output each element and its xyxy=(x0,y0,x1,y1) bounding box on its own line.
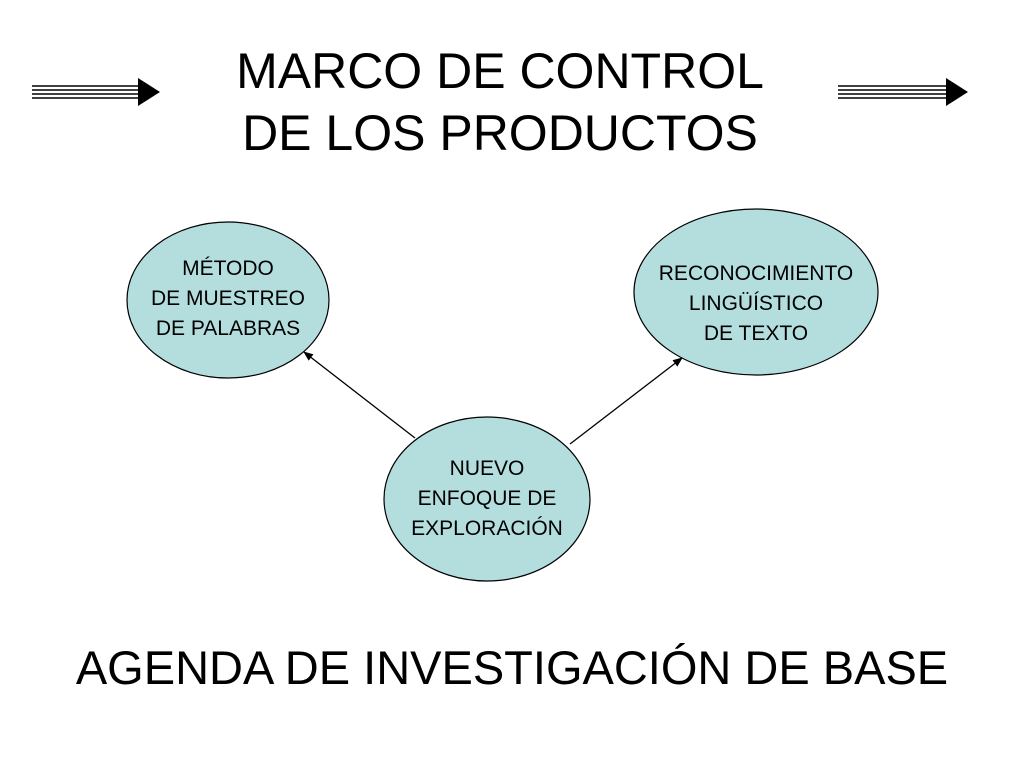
node-right-ellipse xyxy=(633,208,879,376)
node-left-line-3: DE PALABRAS xyxy=(155,317,301,340)
node-right-line-1: RECONOCIMIENTO xyxy=(658,262,854,285)
node-center-ellipse xyxy=(383,416,591,582)
right-arrow-icon xyxy=(838,78,968,106)
node-center-label: NUEVO ENFOQUE DE EXPLORACIÓN xyxy=(387,454,587,544)
node-left-ellipse xyxy=(126,221,330,379)
node-center-line-1: NUEVO xyxy=(449,457,525,480)
connector-center-to-left xyxy=(303,351,416,439)
node-right-label: RECONOCIMIENTO LINGÜÍSTICO DE TEXTO xyxy=(636,259,876,349)
node-center-line-3: EXPLORACIÓN xyxy=(411,517,563,540)
left-arrow-icon xyxy=(32,78,160,106)
title-line-1: MARCO DE CONTROL xyxy=(236,43,764,99)
title-line-2: DE LOS PRODUCTOS xyxy=(242,105,758,161)
node-left-line-2: DE MUESTREO xyxy=(150,287,305,310)
node-left-line-1: MÉTODO xyxy=(182,257,274,280)
connector-center-to-right xyxy=(569,357,683,445)
page-title: MARCO DE CONTROL DE LOS PRODUCTOS xyxy=(150,40,850,164)
node-left-label: MÉTODO DE MUESTREO DE PALABRAS xyxy=(128,254,328,344)
footer-caption: AGENDA DE INVESTIGACIÓN DE BASE xyxy=(75,641,949,694)
node-center-line-2: ENFOQUE DE xyxy=(417,487,557,510)
node-right-line-2: LINGÜÍSTICO xyxy=(688,292,824,315)
node-right-line-3: DE TEXTO xyxy=(703,322,809,345)
